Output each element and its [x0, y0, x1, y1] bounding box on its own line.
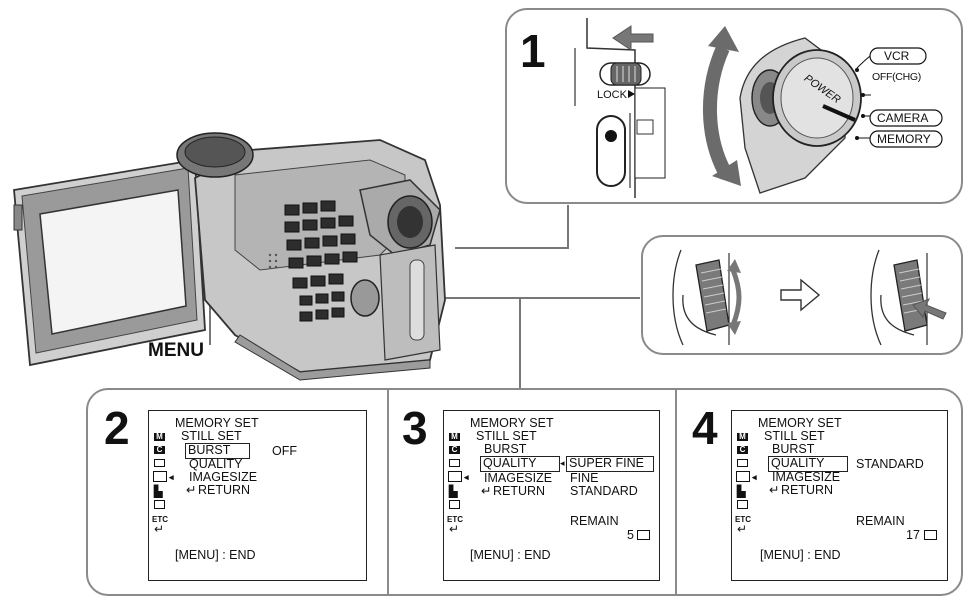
- camera-body: [176, 132, 446, 381]
- option-fine: FINE: [570, 471, 599, 485]
- selected-arrow-icon: ◂: [169, 472, 174, 482]
- option-standard: STANDARD: [570, 484, 638, 498]
- step-1-number: 1: [520, 25, 546, 77]
- menu-item-imagesize: IMAGESIZE: [484, 471, 553, 485]
- manual-set-icon: M: [154, 433, 165, 441]
- mode-camera: CAMERA: [877, 111, 929, 125]
- selected-arrow-icon: ◂: [464, 472, 469, 482]
- step-4-number: 4: [692, 402, 718, 454]
- memory-set-icon: [448, 471, 462, 482]
- remain-label: REMAIN: [856, 514, 905, 528]
- manual-set-icon: M: [737, 433, 748, 441]
- return-side-icon: ↵: [449, 522, 460, 536]
- print-icon: ▙: [449, 486, 458, 498]
- memory-set-icon: [153, 471, 167, 482]
- step-3-number: 3: [402, 402, 428, 454]
- remain-count: 17: [906, 528, 920, 542]
- return-side-icon: ↵: [154, 522, 165, 536]
- step-4-menu-screen: MEMORY SET STILL SET BURST QUALITY STAND…: [731, 410, 948, 581]
- menu-title: MEMORY SET: [758, 416, 842, 430]
- camera-set-icon: C: [449, 446, 460, 454]
- menu-item-burst: BURST: [772, 442, 815, 456]
- menu-item-imagesize: IMAGESIZE: [772, 470, 841, 484]
- setup-icon: [737, 500, 748, 509]
- lock-label: LOCK: [597, 89, 628, 101]
- quality-value: STANDARD: [856, 457, 924, 471]
- menu-label: MENU: [148, 340, 204, 361]
- menu-item-quality: QUALITY: [768, 456, 848, 472]
- menu-item-quality: QUALITY: [480, 456, 560, 472]
- mode-vcr: VCR: [884, 49, 910, 63]
- next-arrow-icon: [780, 278, 821, 312]
- return-icon: ↵: [186, 483, 197, 497]
- step-2-menu-screen: MEMORY SET STILL SET BURST OFF QUALITY I…: [148, 410, 367, 581]
- dial-press: [870, 249, 947, 346]
- power-switch-illustration: LOCK POWER: [574, 18, 943, 198]
- steps-divider-1: [387, 390, 389, 594]
- option-super-fine: SUPER FINE: [566, 456, 654, 472]
- camera-set-icon: C: [154, 446, 165, 454]
- control-dial-illustration: [672, 249, 947, 346]
- selected-arrow-icon: ◂: [752, 472, 757, 482]
- step-3-menu-screen: MEMORY SET STILL SET BURST QUALITY ◂ SUP…: [443, 410, 660, 581]
- lcd-panel: [13, 158, 206, 367]
- mode-selector: [855, 47, 943, 148]
- dial-rotate: [672, 249, 742, 346]
- memory-card-icon: [924, 530, 937, 540]
- print-icon: ▙: [154, 486, 163, 498]
- menu-item-quality: QUALITY: [189, 457, 243, 471]
- remain-label: REMAIN: [570, 514, 619, 528]
- menu-item-return: RETURN: [493, 484, 546, 498]
- etc-icon: ETC: [735, 515, 751, 524]
- menu-title: MEMORY SET: [470, 416, 554, 430]
- print-icon: ▙: [737, 486, 746, 498]
- steps-divider-2: [675, 390, 677, 594]
- memory-card-icon: [637, 530, 650, 540]
- menu-title: MEMORY SET: [175, 416, 259, 430]
- etc-icon: ETC: [447, 515, 463, 524]
- menu-item-imagesize: IMAGESIZE: [189, 470, 258, 484]
- menu-end-label: [MENU] : END: [175, 548, 256, 562]
- etc-icon: ETC: [152, 515, 168, 524]
- manual-set-icon: M: [449, 433, 460, 441]
- power-dial: [739, 37, 862, 194]
- option-pointer-icon: ◂: [560, 458, 565, 468]
- menu-item-burst: BURST: [484, 442, 527, 456]
- burst-value: OFF: [272, 444, 297, 458]
- mode-memory: MEMORY: [877, 132, 931, 146]
- submenu-title: STILL SET: [181, 429, 242, 443]
- setup-icon: [449, 500, 460, 509]
- rotate-arrow-icon: [703, 26, 741, 186]
- submenu-title: STILL SET: [764, 429, 825, 443]
- mode-off-chg: OFF(CHG): [872, 71, 921, 83]
- remain-count: 5: [627, 528, 634, 542]
- return-icon: ↵: [481, 484, 492, 498]
- lcd-set-icon: [737, 459, 748, 467]
- lcd-set-icon: [154, 459, 165, 467]
- lcd-set-icon: [449, 459, 460, 467]
- return-icon: ↵: [769, 483, 780, 497]
- step-2-number: 2: [104, 402, 130, 454]
- memory-set-icon: [736, 471, 750, 482]
- menu-end-label: [MENU] : END: [760, 548, 841, 562]
- setup-icon: [154, 500, 165, 509]
- return-side-icon: ↵: [737, 522, 748, 536]
- menu-end-label: [MENU] : END: [470, 548, 551, 562]
- menu-item-burst: BURST: [185, 443, 250, 459]
- submenu-title: STILL SET: [476, 429, 537, 443]
- lock-slider: [574, 18, 666, 198]
- lock-arrow-icon: [628, 90, 635, 98]
- menu-item-return: RETURN: [198, 483, 251, 497]
- camera-set-icon: C: [737, 446, 748, 454]
- menu-item-return: RETURN: [781, 483, 834, 497]
